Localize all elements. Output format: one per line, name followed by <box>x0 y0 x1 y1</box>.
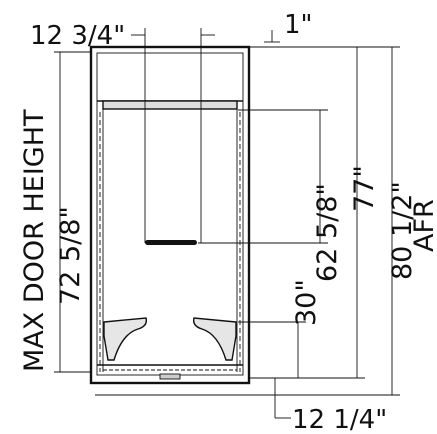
door-height-value-label: 72 5/8" <box>55 206 86 305</box>
door-header-rail <box>102 100 238 110</box>
left-seat <box>103 317 148 361</box>
shower-unit-body <box>89 45 251 385</box>
unit-outer-frame <box>89 45 251 385</box>
head-height-label: 77" <box>349 165 380 212</box>
max-door-height-label: MAX DOOR HEIGHT <box>19 109 50 372</box>
bottom-offset-label: 12 1/4" <box>292 405 387 434</box>
seat-height-label: 30" <box>291 279 322 326</box>
drain <box>159 373 181 380</box>
top-width-label: 12 3/4" <box>30 21 125 51</box>
valve-height-label: 62 5/8" <box>312 183 343 282</box>
overall-height-label: 80 1/2" <box>387 181 418 280</box>
right-seat <box>192 317 237 361</box>
top-gap-label: 1" <box>284 10 313 40</box>
dimension-lines <box>54 28 400 419</box>
grab-bar <box>145 240 197 245</box>
afr-label: AFR <box>409 199 437 252</box>
dimension-labels: 12 3/4" 1" MAX DOOR HEIGHT 72 5/8" 62 5/… <box>19 10 437 434</box>
